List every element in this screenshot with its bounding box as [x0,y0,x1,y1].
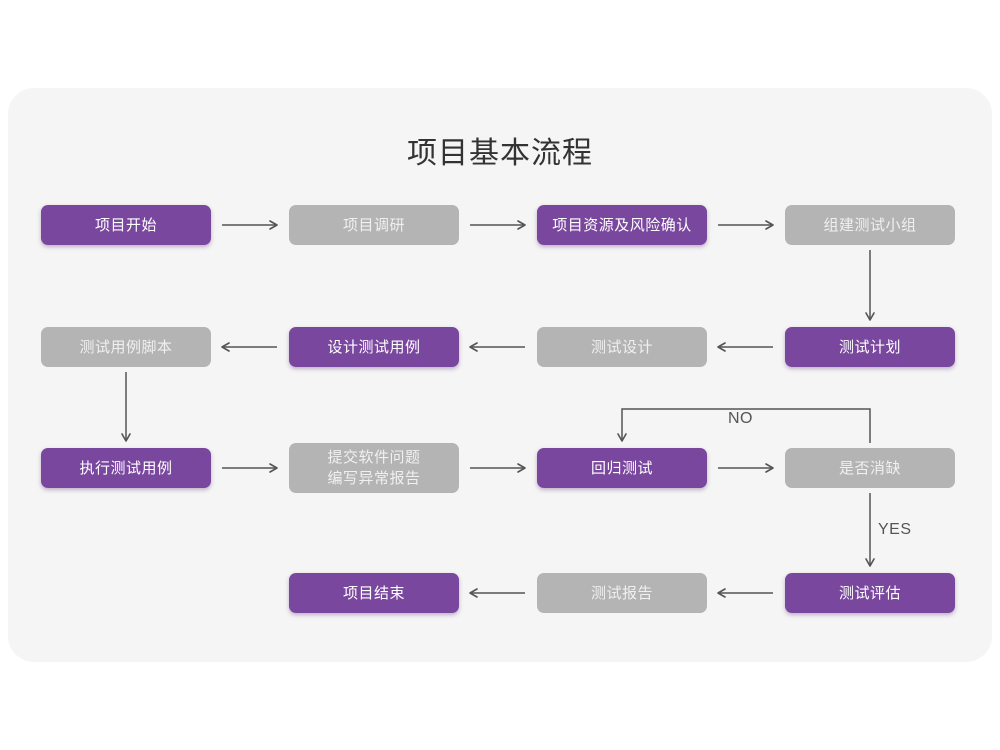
node-project-end[interactable]: 项目结束 [289,573,459,613]
edge-label-no: NO [728,410,753,427]
node-label: 项目结束 [342,584,405,602]
node-label: 测试设计 [590,338,653,356]
node-label: 组建测试小组 [823,216,917,234]
node-project-research[interactable]: 项目调研 [289,205,459,245]
node-resource-risk-confirm[interactable]: 项目资源及风险确认 [537,205,707,245]
node-label: 测试评估 [838,584,901,602]
node-test-case-script[interactable]: 测试用例脚本 [41,327,211,367]
node-design-test-case[interactable]: 设计测试用例 [289,327,459,367]
node-submit-issue-report[interactable]: 提交软件问题 编写异常报告 [289,443,459,493]
page-title: 项目基本流程 [407,137,593,170]
node-execute-test-case[interactable]: 执行测试用例 [41,448,211,488]
flowchart-card [8,88,992,662]
node-test-evaluation[interactable]: 测试评估 [785,573,955,613]
node-test-plan[interactable]: 测试计划 [785,327,955,367]
node-test-report[interactable]: 测试报告 [537,573,707,613]
edge-label-yes: YES [878,521,912,538]
node-label: 测试报告 [590,584,653,602]
node-label: 测试用例脚本 [79,338,173,356]
node-label: 执行测试用例 [79,459,173,477]
node-label: 项目开始 [94,216,157,234]
node-label: 测试计划 [838,338,901,356]
node-label: 是否消缺 [838,459,901,477]
node-regression-test[interactable]: 回归测试 [537,448,707,488]
node-label: 提交软件问题 编写异常报告 [327,449,421,487]
node-test-design[interactable]: 测试设计 [537,327,707,367]
node-defects-resolved-decision[interactable]: 是否消缺 [785,448,955,488]
node-label: 设计测试用例 [327,338,421,356]
node-label: 回归测试 [590,459,653,477]
node-project-start[interactable]: 项目开始 [41,205,211,245]
node-build-test-team[interactable]: 组建测试小组 [785,205,955,245]
node-label: 项目调研 [342,216,405,234]
node-label: 项目资源及风险确认 [552,216,692,234]
